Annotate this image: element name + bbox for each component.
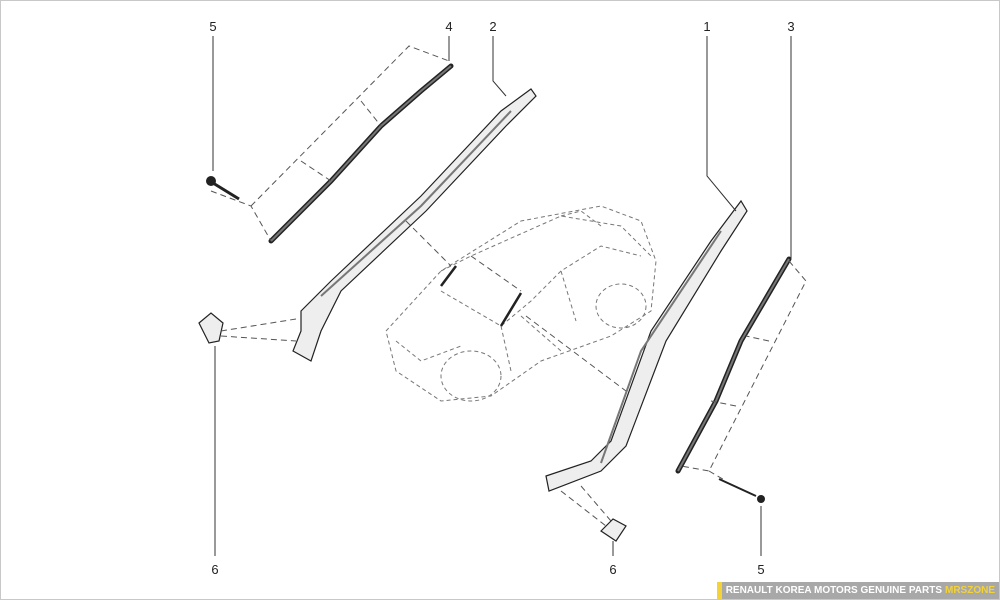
part-5-bolt-left	[206, 176, 240, 201]
callout-2: 2	[489, 19, 496, 34]
callout-1: 1	[703, 19, 710, 34]
accent-bar	[716, 582, 722, 599]
callout-6: 6	[609, 562, 616, 577]
banner-brand: MRSZONE	[945, 585, 995, 596]
vehicle-outline	[385, 205, 657, 402]
callout-5: 5	[209, 19, 216, 34]
part-1-roof-rail-right	[545, 199, 748, 492]
part-4-drip-molding	[268, 63, 454, 244]
part-2-roof-rail-left	[292, 88, 537, 362]
watermark-banner: RENAULT KOREA MOTORS GENUINE PARTS MRSZO…	[716, 582, 999, 599]
part-5-bolt-right	[718, 478, 765, 503]
callout-3: 3	[787, 19, 794, 34]
part-6-clip-left	[198, 312, 224, 344]
part-3-molding-right	[675, 256, 792, 474]
part-6-clip-right	[600, 518, 627, 542]
callout-4: 4	[445, 19, 452, 34]
callout-6: 6	[211, 562, 218, 577]
callout-5: 5	[757, 562, 764, 577]
banner-text: RENAULT KOREA MOTORS GENUINE PARTS	[725, 585, 942, 596]
